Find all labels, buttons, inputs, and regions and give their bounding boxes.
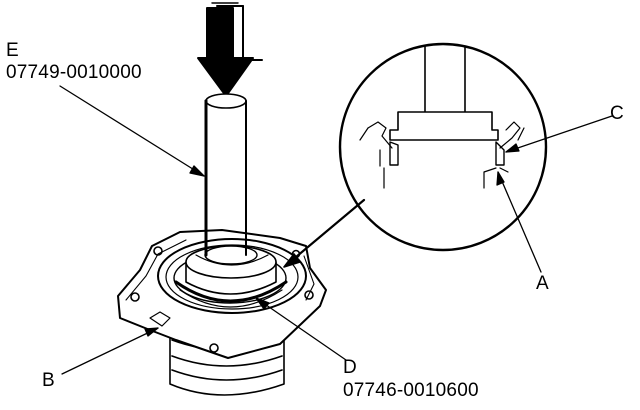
callout-d-part-number: 07746-0010600 <box>343 380 479 401</box>
housing-assembly <box>117 99 327 396</box>
driver-shaft <box>204 93 247 252</box>
callout-b-letter: B <box>42 370 55 391</box>
callout-a-letter: A <box>536 273 549 294</box>
callout-c-letter: C <box>610 103 624 124</box>
callout-e-part-number: 07749-0010000 <box>6 62 142 83</box>
detail-magnifier <box>338 42 548 252</box>
press-arrow-icon <box>197 2 263 97</box>
leader-lines <box>59 85 613 375</box>
callout-e-letter: E <box>6 40 19 61</box>
callout-d-letter: D <box>343 357 357 378</box>
